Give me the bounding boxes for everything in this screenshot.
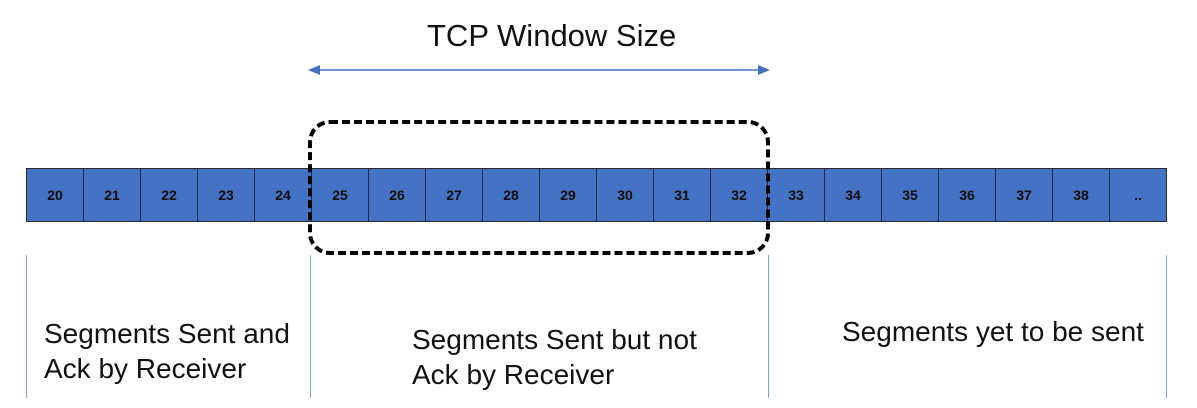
segment-cell: 20: [27, 169, 84, 221]
region-label-sent-acked: Segments Sent and Ack by Receiver: [44, 316, 290, 386]
segment-cell: 29: [540, 169, 597, 221]
segment-cell: 24: [255, 169, 312, 221]
segment-cell: 36: [939, 169, 996, 221]
window-size-arrow-left-head: [308, 65, 320, 75]
region-label-sent-not-acked: Segments Sent but not Ack by Receiver: [412, 322, 697, 392]
divider-window-start: [310, 255, 311, 398]
segment-cell: 30: [597, 169, 654, 221]
segment-cell: 26: [369, 169, 426, 221]
region-label-line: Ack by Receiver: [412, 359, 615, 390]
segment-cell: 33: [768, 169, 825, 221]
segment-cell: 22: [141, 169, 198, 221]
region-label-line: Segments Sent and: [44, 318, 290, 349]
segment-cell: 38: [1053, 169, 1110, 221]
segment-cell: 35: [882, 169, 939, 221]
segment-cell: 31: [654, 169, 711, 221]
segment-cell: 28: [483, 169, 540, 221]
divider-window-end: [768, 255, 769, 398]
diagram-title: TCP Window Size: [427, 18, 677, 53]
divider-left: [26, 255, 27, 398]
segment-cell: 21: [84, 169, 141, 221]
region-label-line: Segments yet to be sent: [842, 316, 1144, 347]
divider-right: [1166, 255, 1167, 398]
segment-cell: 23: [198, 169, 255, 221]
segment-cell: 37: [996, 169, 1053, 221]
region-label-line: Ack by Receiver: [44, 353, 247, 384]
segment-cell: 27: [426, 169, 483, 221]
window-size-arrow-right-head: [758, 65, 770, 75]
region-label-not-sent: Segments yet to be sent: [842, 314, 1144, 349]
segment-cell: 25: [312, 169, 369, 221]
segment-cell: 34: [825, 169, 882, 221]
segment-cell: 32: [711, 169, 768, 221]
region-label-line: Segments Sent but not: [412, 324, 697, 355]
segment-cell: ..: [1110, 169, 1166, 221]
